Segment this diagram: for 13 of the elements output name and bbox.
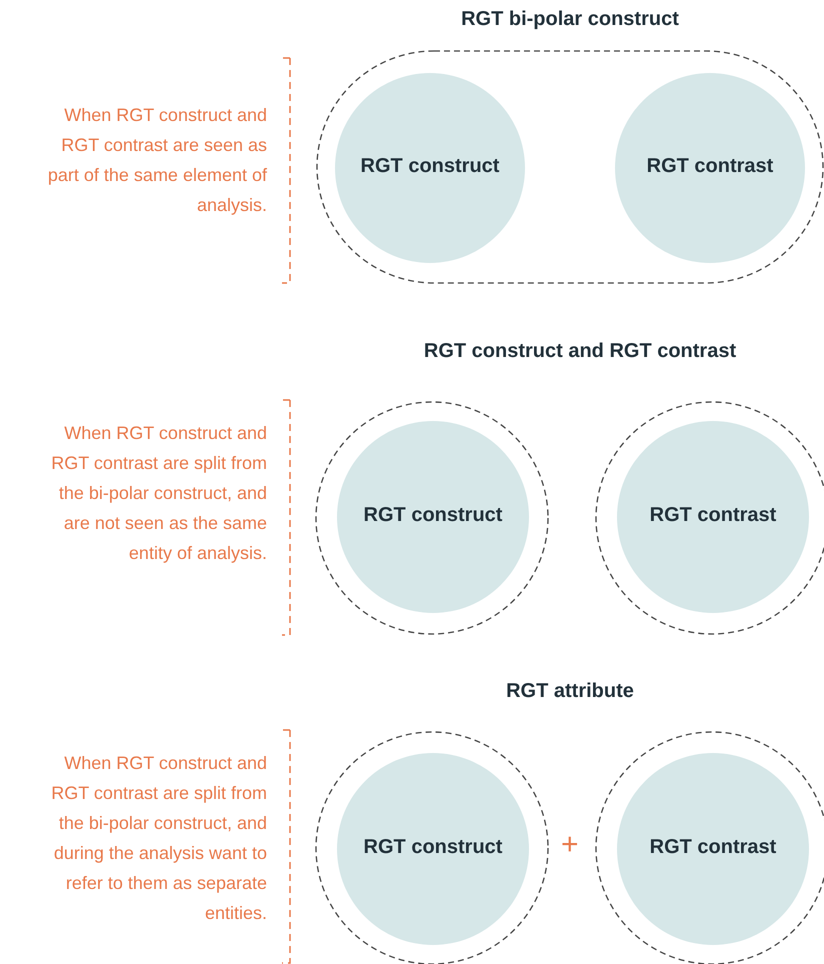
circle-label: RGT contrast [648,836,778,859]
plus-sign: + [561,828,579,862]
circle-label: RGT contrast [648,504,778,527]
annotation-note: When RGT construct and RGT contrast are split from the bi-polar construct, and are not seen as the same entity of analysis. [50,422,267,565]
section-heading: RGT bi-polar construct [460,8,680,31]
circle-label: RGT construct [362,504,504,527]
annotation-note: When RGT construct and RGT contrast are split from the bi-polar construct, and during the analysis want to refer to them as separate entities. [50,752,267,925]
circle-label: RGT construct [362,836,504,859]
annotation-note: When RGT construct and RGT contrast are seen as part of the same element of analysis. [46,104,267,217]
section-heading: RGT attribute [505,680,635,703]
section-heading: RGT construct and RGT contrast [422,340,738,363]
circle-label: RGT construct [360,155,500,178]
circle-label: RGT contrast [646,155,774,178]
